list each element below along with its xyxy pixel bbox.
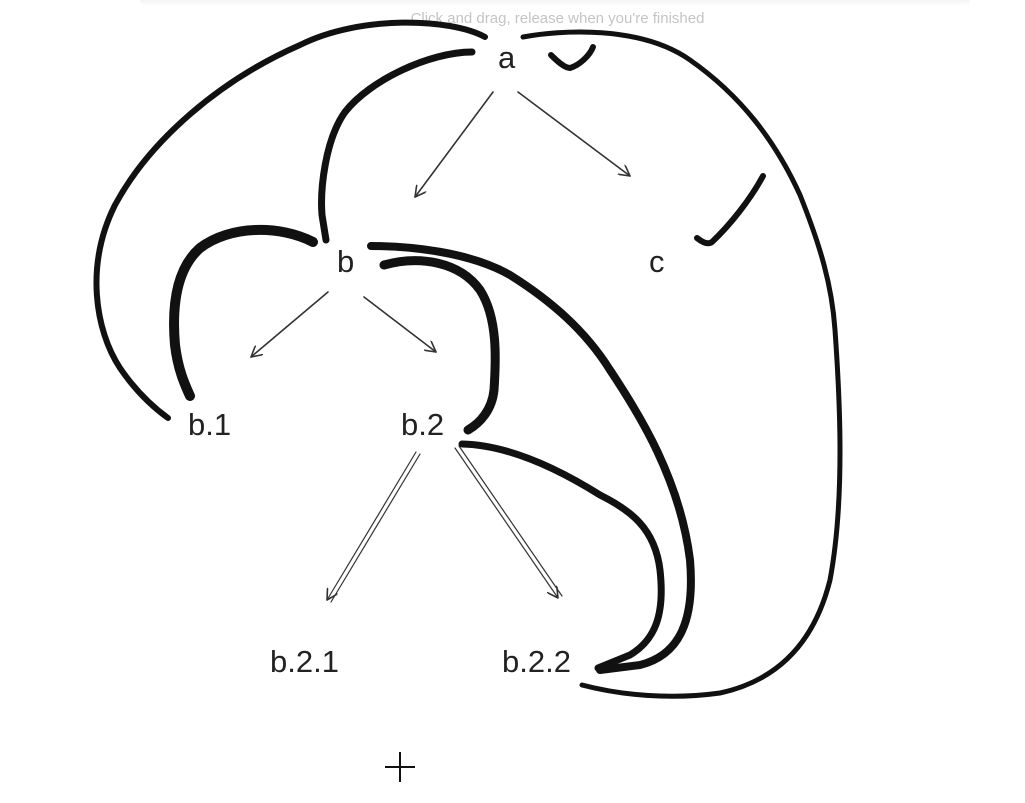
stroke-a-to-b1-outer	[93, 19, 488, 421]
drawing-hint: Click and drag, release when you're fini…	[410, 10, 705, 27]
edge-b-b2	[363, 296, 437, 353]
node-b2[interactable]: b.2	[401, 407, 444, 442]
crosshair-cursor-icon	[385, 752, 415, 782]
stroke-b-to-b2	[379, 256, 500, 435]
tree-nodes: a b c b.1 b.2 b.2.1 b.2.2	[188, 40, 665, 679]
edge-a-b	[414, 91, 494, 198]
node-b21[interactable]: b.2.1	[270, 644, 339, 679]
stroke-c-hook	[694, 173, 766, 247]
stroke-b-to-b1	[169, 225, 318, 401]
top-toolbar-edge	[140, 0, 970, 6]
edge-a-c	[517, 91, 631, 177]
freehand-strokes	[93, 19, 843, 699]
node-b[interactable]: b	[337, 244, 354, 279]
node-c[interactable]: c	[649, 244, 665, 279]
node-b22[interactable]: b.2.2	[502, 644, 571, 679]
stroke-a-hook	[548, 44, 596, 71]
node-b1[interactable]: b.1	[188, 407, 231, 442]
stroke-a-to-c-outer	[520, 29, 843, 699]
stroke-b-to-b22	[367, 242, 695, 674]
node-a[interactable]: a	[498, 40, 516, 75]
edge-b-b1	[250, 291, 329, 358]
stroke-b2-to-b22	[458, 440, 665, 672]
tree-edges	[250, 91, 631, 603]
edge-b2-b21	[327, 451, 421, 603]
stroke-a-to-b	[318, 48, 476, 244]
edge-b2-b22	[454, 445, 563, 598]
